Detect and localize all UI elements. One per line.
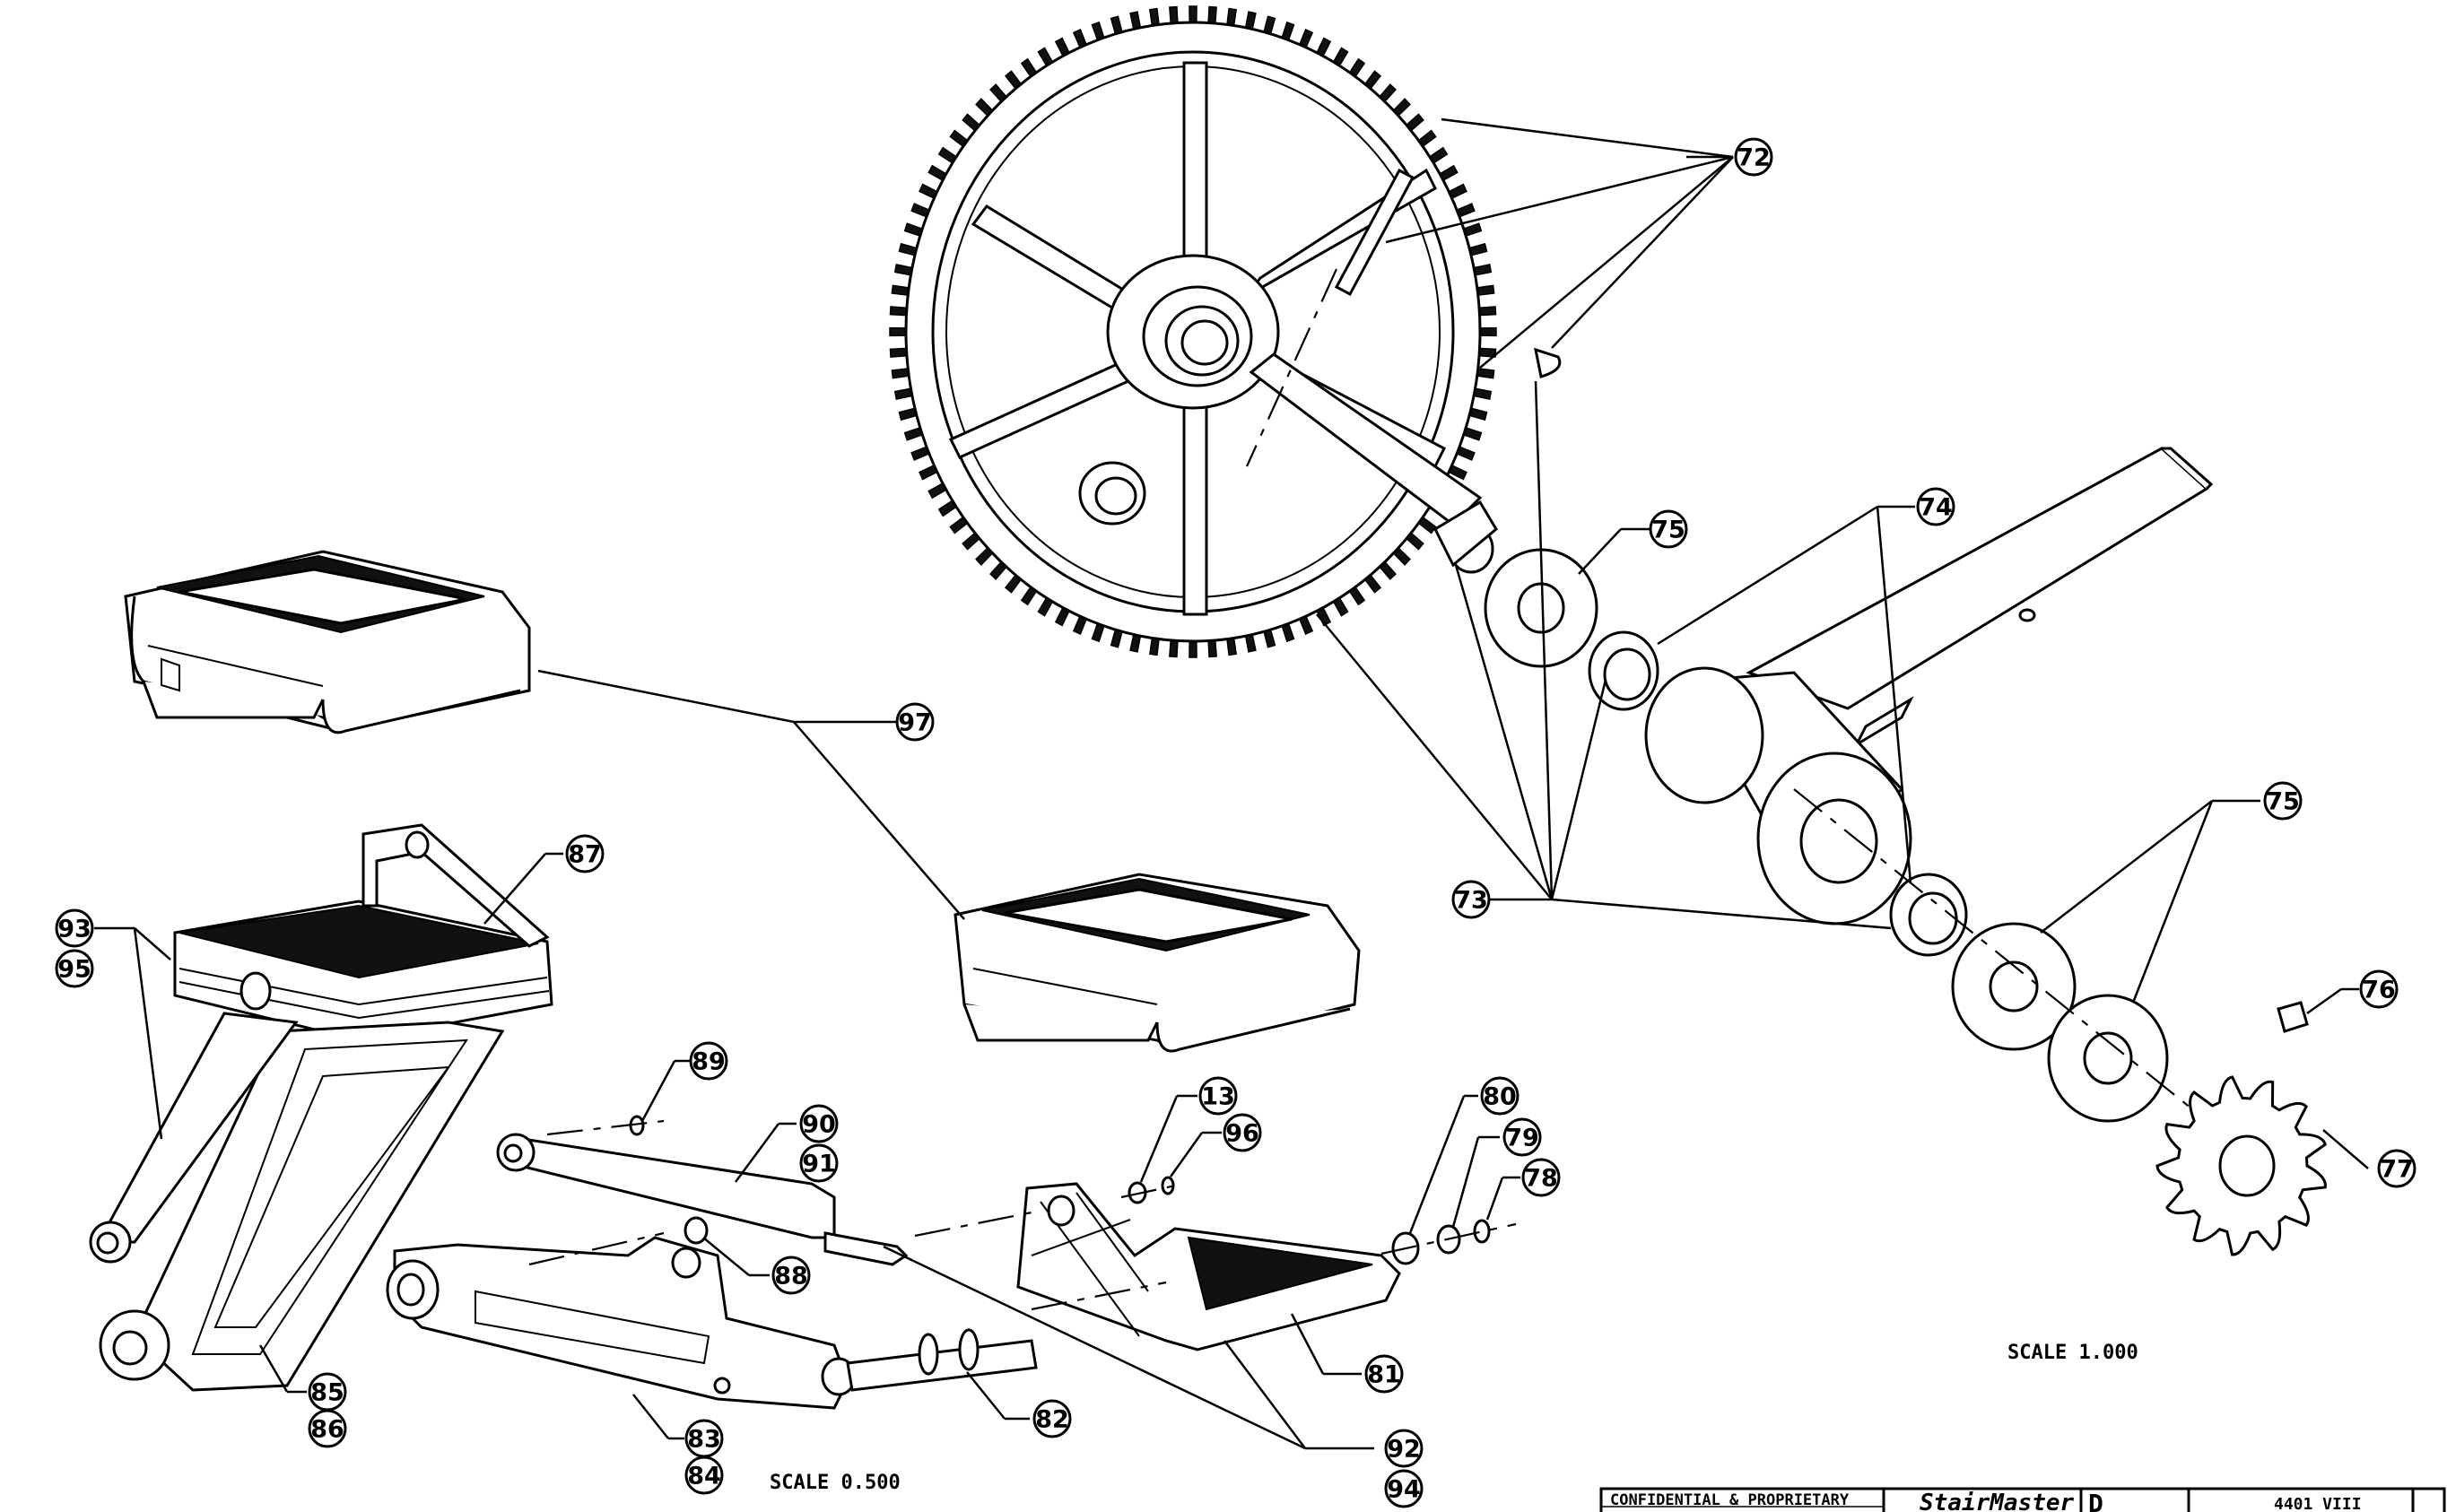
callout-label: 83: [687, 1426, 721, 1454]
callout-label: 94: [1387, 1476, 1421, 1504]
callout-72: 72: [1734, 137, 1773, 177]
sheet-size: D: [2088, 1489, 2103, 1512]
pedal-cover-upper: [124, 550, 531, 734]
callout-94: 94: [1384, 1469, 1424, 1508]
callout-91: 91: [799, 1143, 839, 1183]
callout-label: 76: [2362, 977, 2396, 1004]
callout-label: 91: [802, 1151, 836, 1178]
callout-balloons: 72 73 74 75 75 76 77 78 79 80 13 96 81 82 83 84 85 86 87 88…: [55, 137, 2417, 1508]
callout-label: 97: [898, 709, 932, 737]
callout-label: 75: [2266, 788, 2300, 816]
leader-lines: [94, 117, 2369, 1450]
left-pedal-arm: [89, 823, 553, 1392]
callout-label: 78: [1524, 1165, 1558, 1193]
callout-label: 79: [1505, 1125, 1539, 1152]
drawing-number: 4401 VIII: [2274, 1495, 2362, 1512]
callout-label: 92: [1387, 1436, 1421, 1464]
large-gear-assembly: [889, 5, 1498, 658]
callout-75: 75: [1649, 509, 1688, 549]
confidential-label: CONFIDENTIAL & PROPRIETARY: [1610, 1491, 1850, 1509]
callout-74: 74: [1916, 487, 1955, 526]
callout-label: 74: [1919, 494, 1953, 522]
callout-label: 93: [57, 916, 91, 943]
callout-88: 88: [771, 1256, 811, 1295]
scale-label-main: SCALE 1.000: [2007, 1342, 2138, 1364]
callout-87: 87: [565, 834, 605, 873]
callout-90: 90: [799, 1104, 839, 1143]
callout-label: 13: [1201, 1083, 1235, 1111]
callout-84: 84: [684, 1456, 724, 1495]
callout-label: 88: [774, 1263, 808, 1290]
callout-label: 84: [687, 1463, 721, 1490]
callout-label: 95: [57, 956, 91, 984]
callout-label: 96: [1225, 1120, 1259, 1148]
callout-label: 72: [1737, 144, 1771, 172]
callout-97: 97: [895, 702, 935, 742]
callout-82: 82: [1032, 1399, 1072, 1438]
pedal-cover-lower: [954, 873, 1361, 1053]
callout-label: 89: [692, 1048, 726, 1076]
title-block: CONFIDENTIAL & PROPRIETARY StairMaster D…: [1599, 1487, 2446, 1512]
callout-77: 77: [2377, 1149, 2417, 1188]
callout-label: 81: [1367, 1361, 1401, 1389]
callout-76: 76: [2359, 969, 2399, 1009]
gear-shaft: [1249, 352, 1483, 526]
callout-96: 96: [1223, 1113, 1262, 1152]
key-76: [2277, 1001, 2309, 1033]
callout-73: 73: [1451, 880, 1491, 919]
callout-95: 95: [55, 949, 94, 988]
callout-label: 80: [1483, 1083, 1517, 1111]
callout-label: 87: [568, 841, 602, 869]
callout-13: 13: [1198, 1076, 1238, 1116]
callout-label: 85: [310, 1379, 344, 1407]
callout-75: 75: [2263, 781, 2303, 821]
callout-79: 79: [1502, 1117, 1542, 1157]
scale-label-detail: SCALE 0.500: [770, 1472, 901, 1494]
callout-label: 73: [1454, 887, 1488, 915]
callout-label: 82: [1035, 1406, 1069, 1434]
callout-78: 78: [1521, 1158, 1561, 1197]
callout-93: 93: [55, 908, 94, 948]
callout-label: 86: [310, 1416, 344, 1444]
company-logo: StairMaster: [1920, 1490, 2075, 1512]
callout-89: 89: [689, 1041, 728, 1081]
callout-label: 90: [802, 1111, 836, 1139]
callout-label: 75: [1651, 517, 1685, 544]
woodruff-key: [1534, 347, 1562, 378]
callout-80: 80: [1480, 1076, 1520, 1116]
callout-92: 92: [1384, 1429, 1424, 1468]
callout-81: 81: [1364, 1354, 1404, 1394]
roller-housing: [1644, 447, 2214, 925]
callout-86: 86: [308, 1409, 347, 1448]
callout-85: 85: [308, 1372, 347, 1412]
middle-linkage: [386, 1115, 1517, 1410]
callout-label: 77: [2380, 1156, 2414, 1184]
callout-83: 83: [684, 1419, 724, 1458]
gear-pin: [1334, 168, 1415, 297]
